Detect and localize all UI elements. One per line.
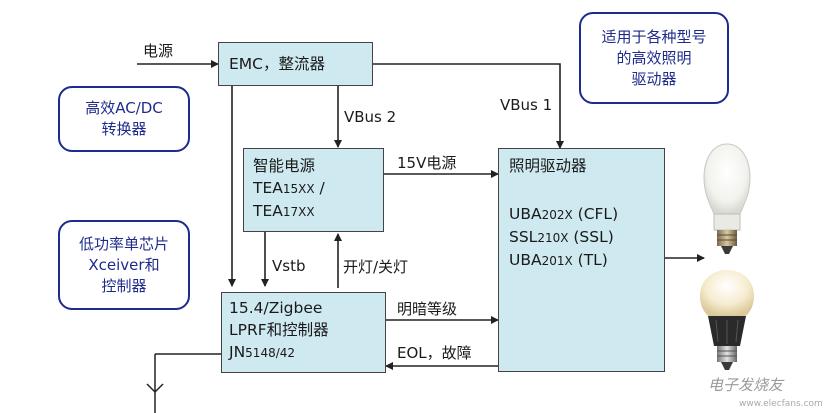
driver-part-ssl: SSL210X (SSL) <box>509 228 614 246</box>
smart-power-part-1: TEA15XX / <box>253 179 325 197</box>
lighting-driver-block: 照明驱动器 UBA202X (CFL) SSL210X (SSL) UBA201… <box>498 148 665 372</box>
emc-block-label: EMC，整流器 <box>229 55 325 73</box>
lighting-driver-title: 照明驱动器 <box>509 157 587 175</box>
xceiver-callout-line-1: 低功率单芯片 <box>78 234 169 253</box>
xceiver-callout: 低功率单芯片 Xceiver和 控制器 <box>58 220 190 310</box>
zigbee-controller-block: 15.4/Zigbee LPRF和控制器 JN5148/42 <box>221 292 386 373</box>
vstb-label: Vstb <box>272 257 306 275</box>
driver-models-callout: 适用于各种型号 的高效照明 驱动器 <box>579 12 729 104</box>
watermark-brand: 电子发烧友 <box>708 376 784 394</box>
onoff-label: 开灯/关灯 <box>343 258 409 276</box>
vbus1-arrow <box>372 63 564 149</box>
vbus2-label: VBus 2 <box>344 108 397 126</box>
led-bulb-image <box>700 270 754 370</box>
power-label: 电源 <box>143 42 174 60</box>
models-callout-line-1: 适用于各种型号 <box>601 27 707 46</box>
vbus1-label: VBus 1 <box>500 96 553 114</box>
models-callout-line-3: 驱动器 <box>631 69 677 88</box>
zigbee-controller-label: LPRF和控制器 <box>229 321 329 339</box>
smart-power-block: 智能电源 TEA15XX / TEA17XX <box>243 148 384 232</box>
eol-label: EOL，故障 <box>397 344 472 362</box>
acdc-converter-callout: 高效AC/DC 转换器 <box>58 86 190 152</box>
smart-power-part-2: TEA17XX <box>253 202 315 220</box>
models-callout-line-2: 的高效照明 <box>616 48 692 67</box>
xceiver-callout-line-2: Xceiver和 <box>88 255 160 274</box>
dim-label: 明暗等级 <box>397 300 458 318</box>
xceiver-callout-line-3: 控制器 <box>101 276 147 295</box>
cfl-bulb-image <box>703 143 751 254</box>
watermark-url: www.elecfans.com <box>739 399 823 409</box>
zigbee-title: 15.4/Zigbee <box>229 299 323 317</box>
emc-rectifier-block: EMC，整流器 <box>218 42 373 86</box>
smart-power-title: 智能电源 <box>253 157 316 175</box>
driver-part-tl: UBA201X (TL) <box>509 251 608 269</box>
v15-label: 15V电源 <box>397 154 457 172</box>
driver-part-cfl: UBA202X (CFL) <box>509 205 619 223</box>
acdc-callout-line-2: 转换器 <box>101 120 147 138</box>
acdc-callout-line-1: 高效AC/DC <box>85 99 163 117</box>
zigbee-part-number: JN5148/42 <box>229 343 296 361</box>
antenna-icon <box>146 353 221 413</box>
